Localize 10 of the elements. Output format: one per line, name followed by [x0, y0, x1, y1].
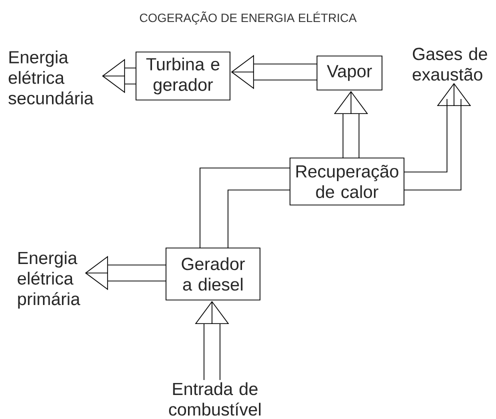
process-box: Recuperação de calor — [290, 158, 404, 206]
output-label: Gases de exaustão — [412, 47, 488, 81]
process-box: Turbina e gerador — [136, 52, 230, 100]
output-label: Energia elétrica primária — [18, 251, 80, 309]
output-label: Entrada de combustível — [169, 382, 260, 416]
title: COGERAÇÃO DE ENERGIA ELÉTRICA — [140, 11, 357, 25]
process-box: Vapor — [316, 56, 382, 90]
process-box: Gerador a diesel — [166, 248, 260, 300]
pipe-connector — [200, 168, 290, 248]
output-label: Energia elétrica secundária — [8, 50, 94, 104]
